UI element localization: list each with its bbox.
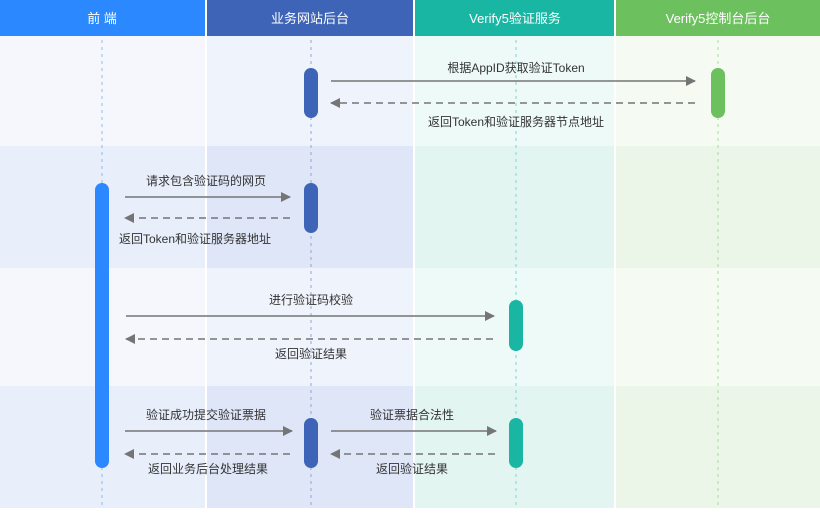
activation-verify-1 xyxy=(509,300,523,351)
lane-header-frontend xyxy=(0,0,205,36)
activation-backend-1 xyxy=(304,68,318,118)
activation-verify-2 xyxy=(509,418,523,468)
activations xyxy=(95,68,725,468)
message-label-get-token: 根据AppID获取验证Token xyxy=(447,60,584,75)
message-labels: 根据AppID获取验证Token 返回Token和验证服务器节点地址 请求包含验… xyxy=(119,60,604,476)
message-label-request-page: 请求包含验证码的网页 xyxy=(146,173,266,188)
message-label-return-backend-result: 返回业务后台处理结果 xyxy=(148,461,268,476)
message-label-return-token-node: 返回Token和验证服务器节点地址 xyxy=(428,114,604,129)
lane-header-console xyxy=(616,0,820,36)
lane-headers: 前 端 业务网站后台 Verify5验证服务 Verify5控制台后台 xyxy=(0,0,820,36)
lane-title-verify: Verify5验证服务 xyxy=(469,11,561,26)
phase-band-1c xyxy=(415,146,614,268)
message-label-return-check-result: 返回验证结果 xyxy=(376,461,448,476)
lane-header-backend xyxy=(207,0,413,36)
lane-header-verify xyxy=(415,0,614,36)
lane-title-frontend: 前 端 xyxy=(87,11,117,26)
message-label-return-result: 返回验证结果 xyxy=(275,346,347,361)
message-label-check-ticket: 验证票据合法性 xyxy=(370,407,454,422)
message-label-return-token-server: 返回Token和验证服务器地址 xyxy=(119,231,271,246)
message-label-submit-ticket: 验证成功提交验证票据 xyxy=(146,407,266,422)
lane-title-backend: 业务网站后台 xyxy=(271,11,349,26)
messages xyxy=(124,76,696,459)
activation-console-1 xyxy=(711,68,725,118)
activation-frontend xyxy=(95,183,109,468)
message-label-verify-code: 进行验证码校验 xyxy=(269,292,353,307)
phase-band-1d xyxy=(616,146,820,268)
activation-backend-3 xyxy=(304,418,318,468)
lane-title-console: Verify5控制台后台 xyxy=(666,11,771,26)
activation-backend-2 xyxy=(304,183,318,233)
